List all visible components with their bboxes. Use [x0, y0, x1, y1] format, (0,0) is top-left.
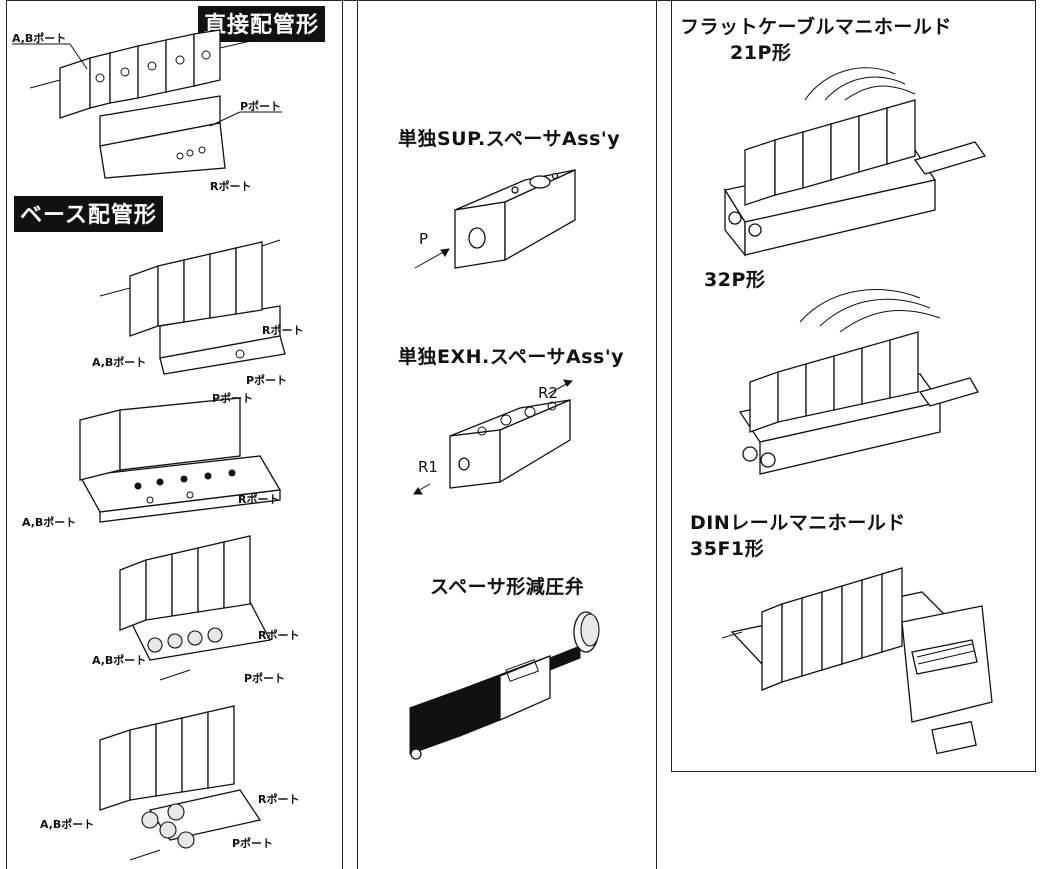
exh-port-r2-label: R2 [538, 384, 558, 402]
base-piping-manifold-illustration-2 [78, 397, 282, 523]
exh-spacer-title: 単独EXH.スペーサAss'y [398, 346, 625, 368]
flat-cable-32p-label: 32P形 [704, 269, 766, 291]
right-column-border-bottom [671, 771, 1036, 772]
din-rail-manifold-illustration [721, 567, 993, 755]
label-r-port-direct: Rポート [210, 180, 252, 193]
middle-column-border-right [656, 0, 657, 869]
label-r-port-base4: Rポート [258, 793, 300, 806]
sup-port-p-label: P [419, 230, 429, 248]
base-piping-manifold-illustration-1 [99, 239, 286, 375]
regulator-title: スペーサ形減圧弁 [430, 576, 585, 598]
exh-spacer-illustration [413, 379, 574, 495]
spacer-regulator-illustration [409, 611, 600, 760]
base-piping-manifold-illustration-3 [119, 535, 271, 681]
label-p-port-direct: Pポート [240, 100, 282, 113]
leader-p-port-direct [209, 111, 282, 127]
label-p-port-base2: Pポート [212, 392, 254, 405]
label-ab-port-base1: A,Bポート [92, 356, 147, 369]
label-ab-port-direct: A,Bポート [12, 32, 67, 45]
flat-cable-21p-label: 21P形 [730, 42, 792, 64]
label-r-port-base2: Rポート [238, 493, 280, 506]
label-ab-port-base4: A,Bポート [40, 818, 95, 831]
direct-piping-manifold-illustration [29, 29, 256, 179]
label-p-port-base3: Pポート [244, 672, 286, 685]
left-column-border-right [342, 0, 343, 869]
sup-spacer-illustration [414, 168, 576, 269]
din-rail-35f1-label: 35F1形 [690, 538, 765, 560]
left-column-border-left [6, 0, 7, 869]
right-column-border-left [671, 0, 672, 772]
flat-cable-21p-illustration [723, 67, 987, 257]
flat-cable-32p-illustration [738, 289, 979, 475]
label-r-port-base3: Rポート [258, 629, 300, 642]
din-rail-manifold-title: DINレールマニホールド [690, 512, 906, 534]
right-column-border-right [1035, 0, 1036, 772]
label-ab-port-base2: A,Bポート [22, 516, 77, 529]
exh-port-r1-label: R1 [418, 458, 438, 476]
base-piping-manifold-illustration-4 [99, 705, 262, 861]
sup-spacer-title: 単独SUP.スペーサAss'y [398, 128, 621, 150]
leader-ab-port-direct [12, 43, 88, 70]
label-p-port-base1: Pポート [246, 374, 288, 387]
label-p-port-base4: Pポート [232, 837, 274, 850]
top-border [6, 0, 1036, 1]
flat-cable-manifold-title: フラットケーブルマニホールド [680, 16, 952, 38]
label-ab-port-base3: A,Bポート [92, 654, 147, 667]
badge-base-piping: ベース配管形 [14, 196, 163, 232]
middle-column-border-left [357, 0, 358, 869]
label-r-port-base1: Rポート [262, 324, 304, 337]
